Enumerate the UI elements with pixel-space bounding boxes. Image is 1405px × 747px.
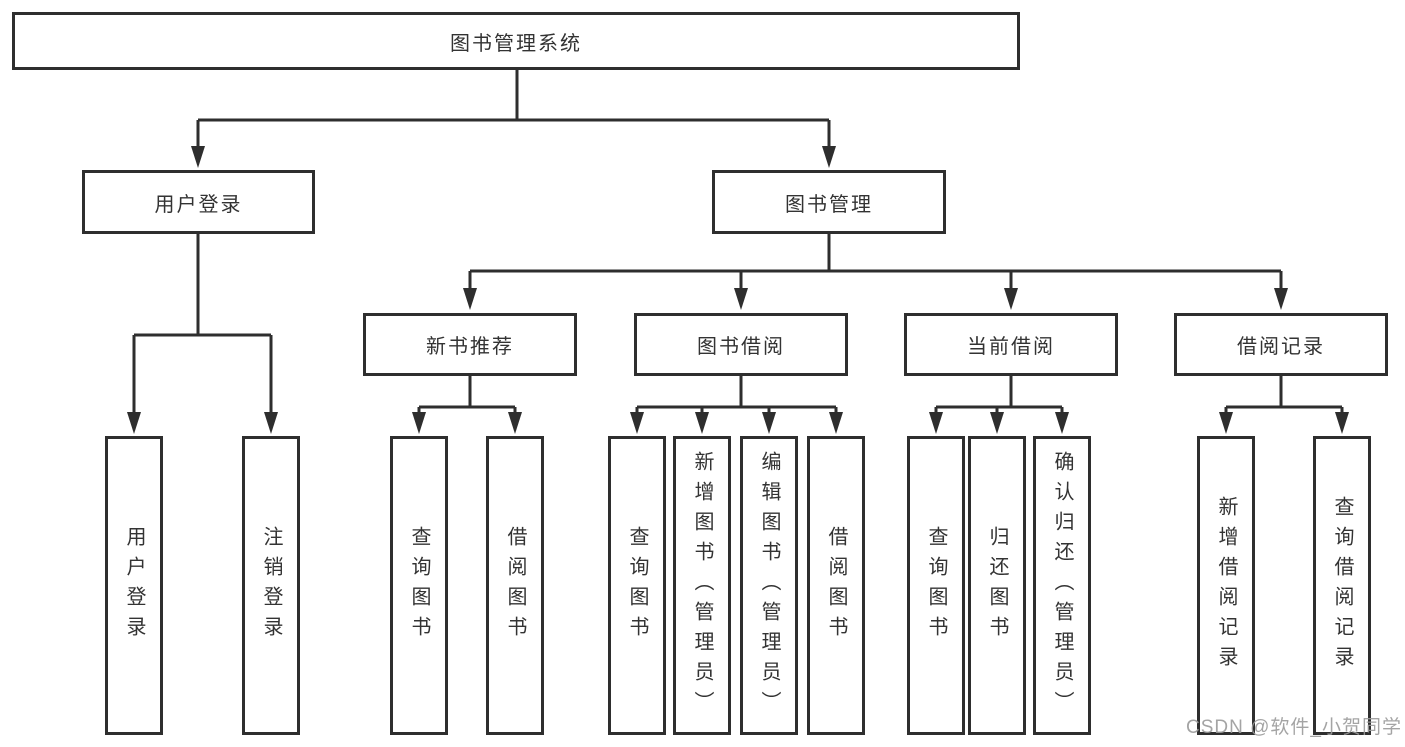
edge-book-mgmt-children <box>463 234 1288 310</box>
leaf-borrow-edit-book: 编辑图书（管理员） <box>740 436 798 735</box>
leaf-borrow-borrow-book: 借阅图书 <box>807 436 865 735</box>
node-root-system-label: 图书管理系统 <box>450 32 582 55</box>
leaf-borrow-query-book-label: 查询图书 <box>626 525 648 646</box>
leaf-records-query-record-label: 查询借阅记录 <box>1331 495 1353 676</box>
leaf-current-query-book-label: 查询图书 <box>925 525 947 646</box>
leaf-borrow-add-book-label: 新增图书（管理员） <box>691 450 713 721</box>
leaf-recommend-borrow-book-label: 借阅图书 <box>504 525 526 646</box>
leaf-recommend-query-book: 查询图书 <box>390 436 448 735</box>
leaf-recommend-query-book-label: 查询图书 <box>408 525 430 646</box>
node-borrow-records: 借阅记录 <box>1174 313 1388 376</box>
leaf-current-confirm-return-label: 确认归还（管理员） <box>1051 450 1073 721</box>
edge-root-to-level2 <box>191 70 836 168</box>
watermark: CSDN @软件_小贺同学 <box>1186 717 1402 738</box>
node-book-borrow: 图书借阅 <box>634 313 848 376</box>
node-book-management: 图书管理 <box>712 170 946 234</box>
leaf-current-return-book: 归还图书 <box>968 436 1026 735</box>
node-current-borrow: 当前借阅 <box>904 313 1118 376</box>
leaf-borrow-edit-book-label: 编辑图书（管理员） <box>758 450 780 721</box>
node-new-book-recommend: 新书推荐 <box>363 313 577 376</box>
leaf-current-return-book-label: 归还图书 <box>986 525 1008 646</box>
node-borrow-records-label: 借阅记录 <box>1237 336 1325 358</box>
leaf-current-query-book: 查询图书 <box>907 436 965 735</box>
node-current-borrow-label: 当前借阅 <box>967 336 1055 358</box>
node-book-borrow-label: 图书借阅 <box>697 336 785 358</box>
edge-user-login-children <box>127 234 278 434</box>
leaf-borrow-add-book: 新增图书（管理员） <box>673 436 731 735</box>
node-user-login: 用户登录 <box>82 170 315 234</box>
leaf-user-login-label: 用户登录 <box>123 525 145 646</box>
edge-book-borrow-children <box>630 376 843 434</box>
node-user-login-label: 用户登录 <box>154 193 243 216</box>
leaf-user-login: 用户登录 <box>105 436 163 735</box>
node-new-book-recommend-label: 新书推荐 <box>426 336 514 358</box>
leaf-logout-login: 注销登录 <box>242 436 300 735</box>
leaf-records-query-record: 查询借阅记录 <box>1313 436 1371 735</box>
leaf-logout-login-label: 注销登录 <box>260 525 282 646</box>
edge-borrow-record-children <box>1219 376 1349 434</box>
edge-new-book-rec-children <box>412 376 522 434</box>
leaf-recommend-borrow-book: 借阅图书 <box>486 436 544 735</box>
leaf-records-add-record-label: 新增借阅记录 <box>1215 495 1237 676</box>
node-root-system: 图书管理系统 <box>12 12 1020 70</box>
edge-current-borrow-children <box>929 376 1069 434</box>
leaf-records-add-record: 新增借阅记录 <box>1197 436 1255 735</box>
leaf-current-confirm-return: 确认归还（管理员） <box>1033 436 1091 735</box>
node-book-management-label: 图书管理 <box>785 193 873 216</box>
leaf-borrow-borrow-book-label: 借阅图书 <box>825 525 847 646</box>
leaf-borrow-query-book: 查询图书 <box>608 436 666 735</box>
